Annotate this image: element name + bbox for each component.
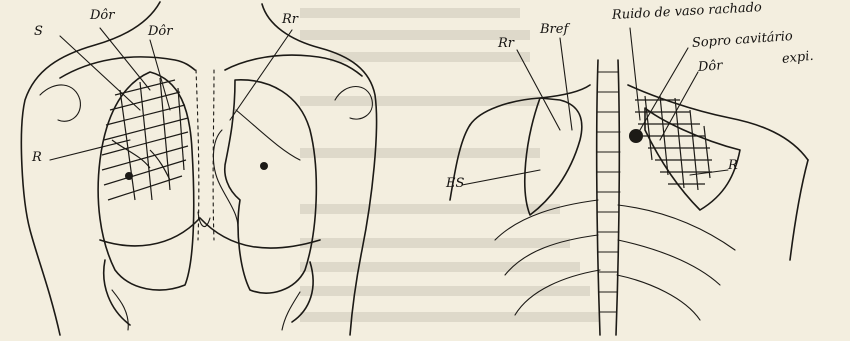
lesion-dot-left bbox=[125, 172, 133, 180]
label-r-left: R bbox=[32, 150, 42, 165]
left-clavicle bbox=[60, 57, 195, 78]
cavity-dot bbox=[629, 129, 643, 143]
left-costal-margin bbox=[104, 260, 130, 325]
label-rr-left: Rr bbox=[282, 12, 298, 27]
xiphoid bbox=[198, 212, 210, 227]
lower-rib-left bbox=[112, 290, 128, 330]
rib-back-6 bbox=[617, 275, 700, 320]
label-dor-1: Dôr bbox=[90, 8, 114, 23]
pointer-rr-back bbox=[517, 50, 560, 130]
bleed-through-text bbox=[300, 8, 600, 322]
rib-back-5 bbox=[618, 240, 720, 285]
spine bbox=[597, 60, 620, 335]
label-bref: Bref bbox=[540, 22, 568, 37]
pointer-bref bbox=[560, 38, 572, 130]
diaphragm-outline bbox=[100, 218, 320, 248]
left-shoulder-head bbox=[40, 85, 80, 121]
pointer-es bbox=[462, 170, 540, 185]
pointer-dor-1 bbox=[100, 28, 150, 90]
left-lung-fissure bbox=[236, 110, 300, 160]
label-rr-right: Rr bbox=[498, 36, 514, 51]
rib-back-4 bbox=[618, 205, 735, 250]
label-es: ES bbox=[446, 176, 464, 191]
pointer-s bbox=[60, 36, 140, 110]
lower-rib-right bbox=[282, 292, 300, 330]
pointer-ruido bbox=[630, 28, 640, 120]
back-right-flank bbox=[790, 160, 808, 260]
pointer-sopro bbox=[640, 48, 688, 130]
label-dor-right: Dôr bbox=[697, 58, 722, 75]
pointer-r bbox=[50, 140, 130, 160]
label-s: S bbox=[34, 24, 43, 39]
label-r-right: R bbox=[728, 158, 738, 173]
pointer-rr bbox=[230, 30, 292, 120]
posterior-hatched-area bbox=[635, 96, 712, 190]
lesion-dot-right bbox=[260, 162, 268, 170]
heart-outline bbox=[213, 130, 238, 235]
label-dor-2: Dôr bbox=[148, 24, 172, 39]
neck-shoulder-outline bbox=[21, 2, 160, 335]
right-scapula bbox=[645, 108, 740, 210]
hatched-lesion-area bbox=[102, 78, 188, 200]
anterior-thorax-drawing bbox=[21, 2, 376, 335]
